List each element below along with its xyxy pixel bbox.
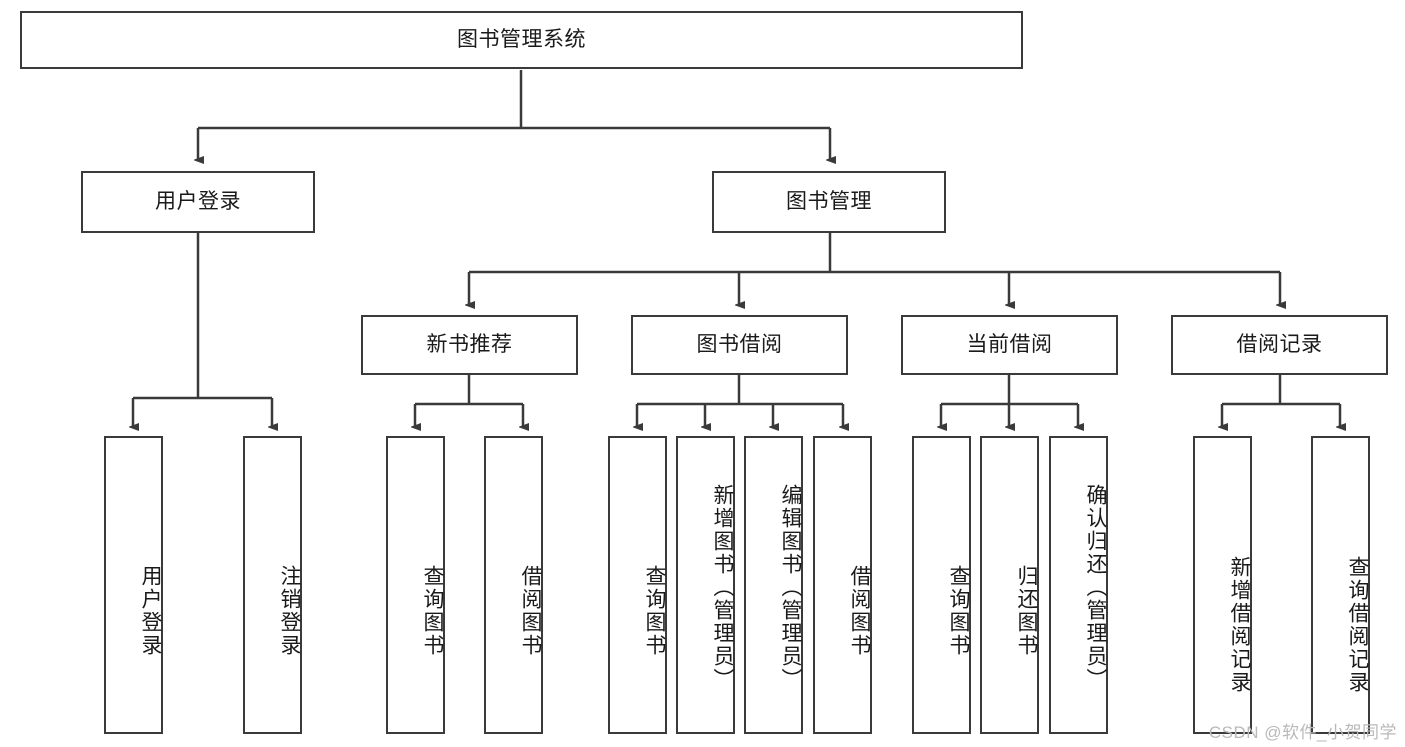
node-leaf-borrow-book-2[interactable]: 借阅图书 xyxy=(813,436,872,734)
node-leaf-borrow-book-1[interactable]: 借阅图书 xyxy=(484,436,543,734)
node-leaf-user-login[interactable]: 用户登录 xyxy=(104,436,163,734)
node-leaf-confirm-return[interactable]: 确认归还（管理员） xyxy=(1049,436,1108,734)
node-book-manage[interactable]: 图书管理 xyxy=(712,171,946,233)
node-leaf-query-record[interactable]: 查询借阅记录 xyxy=(1311,436,1370,734)
node-user-login[interactable]: 用户登录 xyxy=(81,171,315,233)
node-new-book-rec[interactable]: 新书推荐 xyxy=(361,315,578,375)
node-leaf-add-book[interactable]: 新增图书（管理员） xyxy=(676,436,735,734)
node-book-borrow[interactable]: 图书借阅 xyxy=(631,315,848,375)
watermark: CSDN @软件_小贺同学 xyxy=(1208,723,1397,742)
node-root[interactable]: 图书管理系统 xyxy=(20,11,1023,69)
node-leaf-return-book[interactable]: 归还图书 xyxy=(980,436,1039,734)
node-leaf-edit-book[interactable]: 编辑图书（管理员） xyxy=(744,436,803,734)
node-current-borrow[interactable]: 当前借阅 xyxy=(901,315,1118,375)
node-borrow-record[interactable]: 借阅记录 xyxy=(1171,315,1388,375)
node-leaf-add-record[interactable]: 新增借阅记录 xyxy=(1193,436,1252,734)
node-leaf-query-book-3[interactable]: 查询图书 xyxy=(912,436,971,734)
node-leaf-logout[interactable]: 注销登录 xyxy=(243,436,302,734)
node-leaf-query-book-2[interactable]: 查询图书 xyxy=(608,436,667,734)
node-leaf-query-book-1[interactable]: 查询图书 xyxy=(386,436,445,734)
